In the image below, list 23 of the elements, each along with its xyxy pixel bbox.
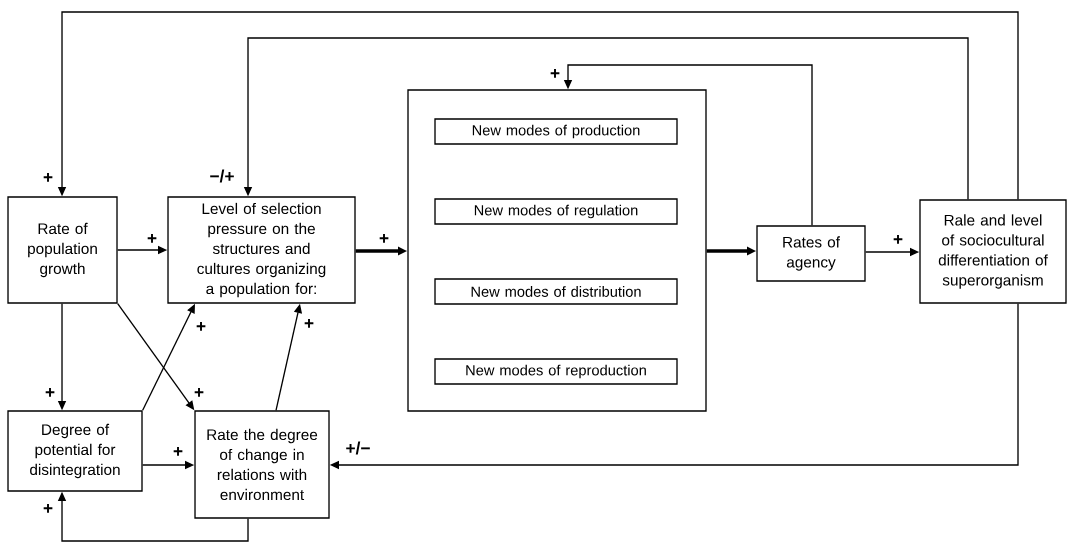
edge-label: + xyxy=(173,446,183,456)
edge-label: −/+ xyxy=(210,169,234,183)
edge-label: + xyxy=(43,503,53,513)
edge-label: + xyxy=(893,234,903,244)
item-box: New modes of reproduction xyxy=(434,358,678,385)
process-box: Rale and level of sociocultural differentiation of superorganism xyxy=(919,199,1067,304)
edge-label: + xyxy=(550,68,560,78)
edge-label: + xyxy=(43,172,53,182)
item-box: New modes of production xyxy=(434,118,678,145)
item-box: New modes of distribution xyxy=(434,278,678,305)
edge-label: + xyxy=(304,318,314,328)
process-box: Rates of agency xyxy=(756,225,866,282)
item-box: New modes of regulation xyxy=(434,198,678,225)
edge-label: + xyxy=(196,321,206,331)
process-box: Degree of potential for disintegration xyxy=(7,410,143,492)
process-box: Rate the degree of change in relations with environment xyxy=(194,410,330,519)
process-box: Rate of population growth xyxy=(7,196,118,304)
edge-label: +/− xyxy=(346,441,370,455)
edge-label: + xyxy=(147,233,157,243)
edge-label: + xyxy=(45,387,55,397)
edge-label: + xyxy=(379,233,389,243)
edge-label: + xyxy=(194,387,204,397)
process-box: Level of selection pressure on the structures and cultures organizing a population for: xyxy=(167,196,356,304)
